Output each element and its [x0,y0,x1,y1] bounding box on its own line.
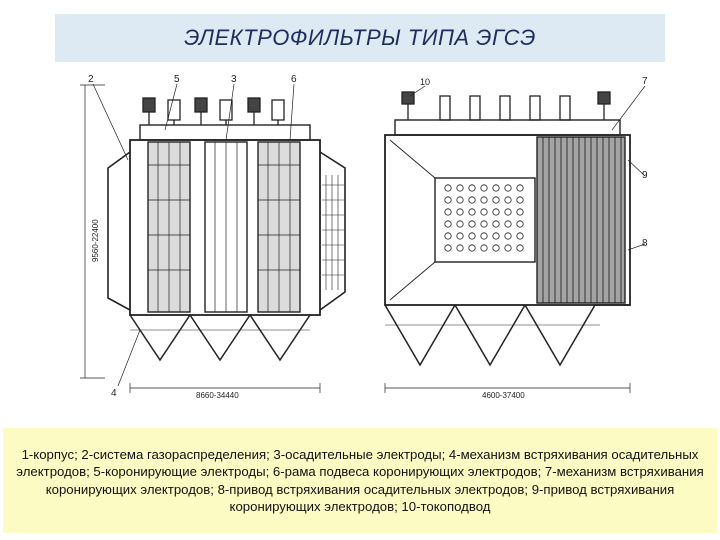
right-electrode-lines [542,137,622,303]
technical-drawing: 9560-22400 8660-34440 2 5 3 6 4 [0,62,720,428]
left-height-dimension: 9560-22400 [91,219,100,262]
left-roof [139,124,311,141]
caption-text: 1-корпус; 2-система газораспределения; 3… [16,446,704,514]
callout-7: 7 [642,76,648,87]
right-roof [394,119,621,136]
right-gas-distribution-panel [434,177,536,263]
left-view: 9560-22400 8660-34440 2 5 3 6 4 [80,74,346,400]
callout-3: 3 [231,74,237,85]
left-inlet-diffuser [107,151,131,311]
title-banner: ЭЛЕКТРОФИЛЬТРЫ ТИПА ЭГСЭ [55,14,665,62]
callout-10: 10 [420,77,430,87]
left-top-mechanisms [142,97,285,125]
callout-8: 8 [642,238,648,249]
callout-5: 5 [174,74,180,85]
right-distribution-holes [444,184,524,252]
left-callout-leaders [92,83,295,387]
callout-9: 9 [642,170,648,181]
page-title: ЭЛЕКТРОФИЛЬТРЫ ТИПА ЭГСЭ [184,25,536,50]
left-dimensions [80,84,321,393]
right-view: 4600-37400 10 7 9 8 [384,76,648,400]
callout-4: 4 [111,388,117,399]
right-dimensions [384,383,631,393]
left-hoppers [129,314,311,362]
left-width-dimension: 8660-34440 [196,391,239,400]
left-outlet-grid [322,175,344,290]
callout-2-left: 2 [88,74,94,85]
caption-legend: 1-корпус; 2-система газораспределения; 3… [3,428,717,533]
callout-6: 6 [291,74,297,85]
right-callout-leaders [409,85,646,251]
right-hoppers [384,304,630,367]
right-top-mechanisms [401,91,611,121]
left-electrode-sections [147,141,301,313]
left-outlet-diffuser [319,151,346,311]
right-width-dimension: 4600-37400 [482,391,525,400]
right-electrode-bank [536,136,626,304]
right-perspective-lines [389,139,436,301]
